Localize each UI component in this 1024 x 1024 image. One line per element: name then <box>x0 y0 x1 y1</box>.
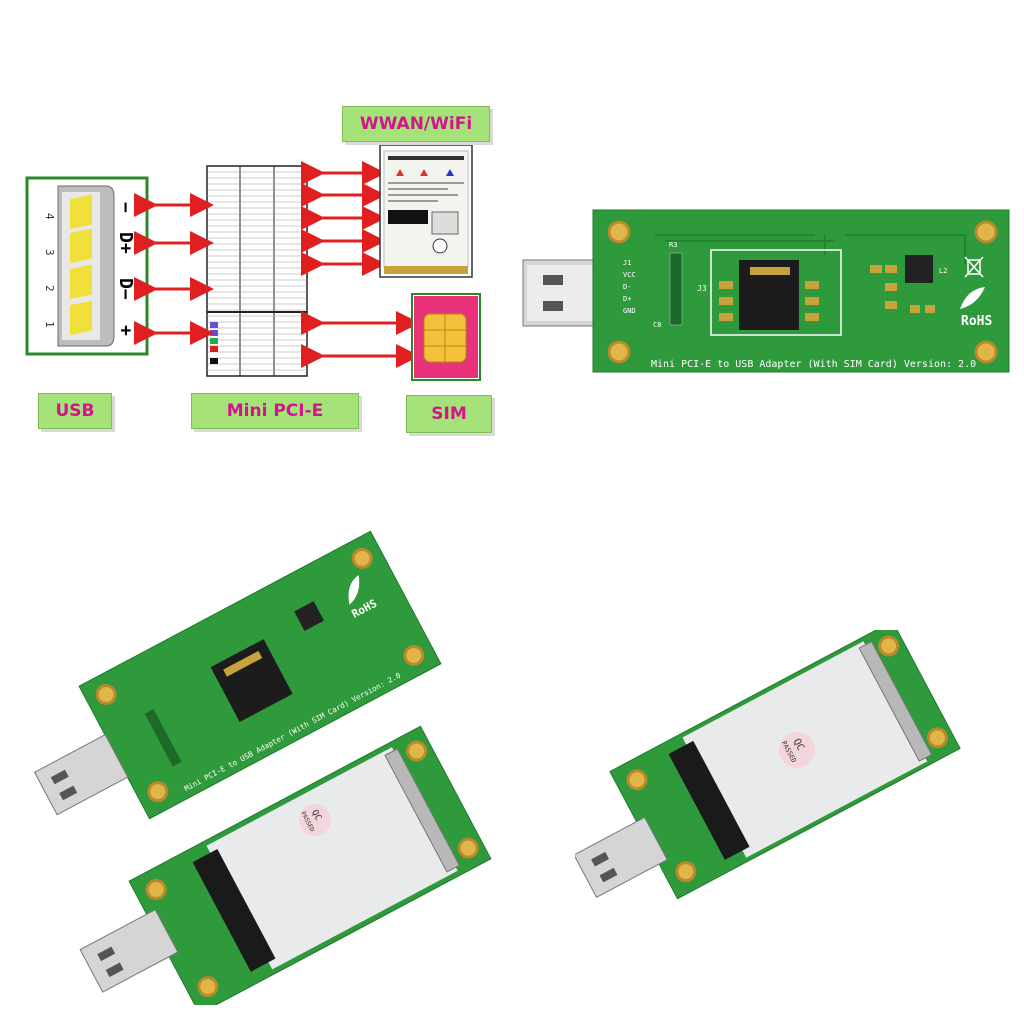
sim-card-illustration <box>411 293 481 381</box>
angled-board-back <box>128 725 492 1005</box>
sim-arrows <box>301 311 420 368</box>
usb-signal-minus: − <box>115 202 136 213</box>
angled-usb-plug-1 <box>33 734 129 816</box>
pin-label-gnd: GND <box>623 307 636 315</box>
pin-label-dminus: D- <box>623 283 631 291</box>
regulator-chip <box>905 255 933 283</box>
back-view-usb-plug <box>575 816 668 898</box>
adapter-board-angled-views: RoHS Mini PCI-E to USB Adapter (With SIM… <box>33 530 492 1005</box>
j1-label: J1 <box>623 259 631 267</box>
mount-hole-br <box>974 340 998 364</box>
mount-hole-bl <box>607 340 631 364</box>
usb-signal-dplus: D+ <box>115 232 136 254</box>
r3-label: R3 <box>669 241 677 249</box>
rohs-label: RoHS <box>961 314 992 329</box>
svg-text:QC: QC <box>791 737 806 753</box>
mount-hole-tl <box>607 220 631 244</box>
rohs-leaf-icon <box>960 287 985 309</box>
svg-text:QC: QC <box>309 808 323 822</box>
mini-pcie-pin-table <box>206 165 308 377</box>
adapter-board-back-view: QC PASSED <box>575 630 961 900</box>
usb-pin-4: 4 <box>43 213 56 220</box>
qc-sticker-1: QC PASSED <box>299 804 331 836</box>
connection-diagram: 4 3 2 1 − D+ D− + <box>25 144 481 381</box>
usb-port-illustration <box>25 176 149 356</box>
usb-signal-dminus: D− <box>115 278 136 300</box>
c8-label: C8 <box>653 321 661 329</box>
j3-label: J3 <box>697 284 707 293</box>
mount-hole-tr <box>974 220 998 244</box>
pin-label-dplus: D+ <box>623 295 631 303</box>
pin-label-vcc: VCC <box>623 271 636 279</box>
wwan-arrows <box>301 161 386 276</box>
wwan-wifi-label: WWAN/WiFi <box>342 106 490 142</box>
usb-pin-3: 3 <box>43 249 56 256</box>
usb-arrows <box>134 193 214 345</box>
qc-sticker-2: QC PASSED <box>779 732 815 768</box>
board-title: Mini PCI-E to USB Adapter (With SIM Card… <box>651 359 976 370</box>
mini-pcie-label: Mini PCI-E <box>191 393 359 429</box>
usb-pin-2: 2 <box>43 285 56 292</box>
sim-slot-outline <box>710 249 842 336</box>
pcb <box>592 209 1010 373</box>
recycle-bin-icon <box>964 256 984 278</box>
l2-label: L2 <box>939 267 947 275</box>
usb-signal-plus: + <box>115 325 136 336</box>
sim-label: SIM <box>406 395 492 433</box>
adapter-board-top-view: J1 VCC D- D+ GND R3 C8 J3 L2 RoHS Mini P… <box>522 209 1010 373</box>
angled-usb-plug-2 <box>79 909 179 993</box>
usb-label: USB <box>38 393 112 429</box>
wwan-card-illustration <box>379 144 473 278</box>
usb-pin-1: 1 <box>43 321 56 328</box>
